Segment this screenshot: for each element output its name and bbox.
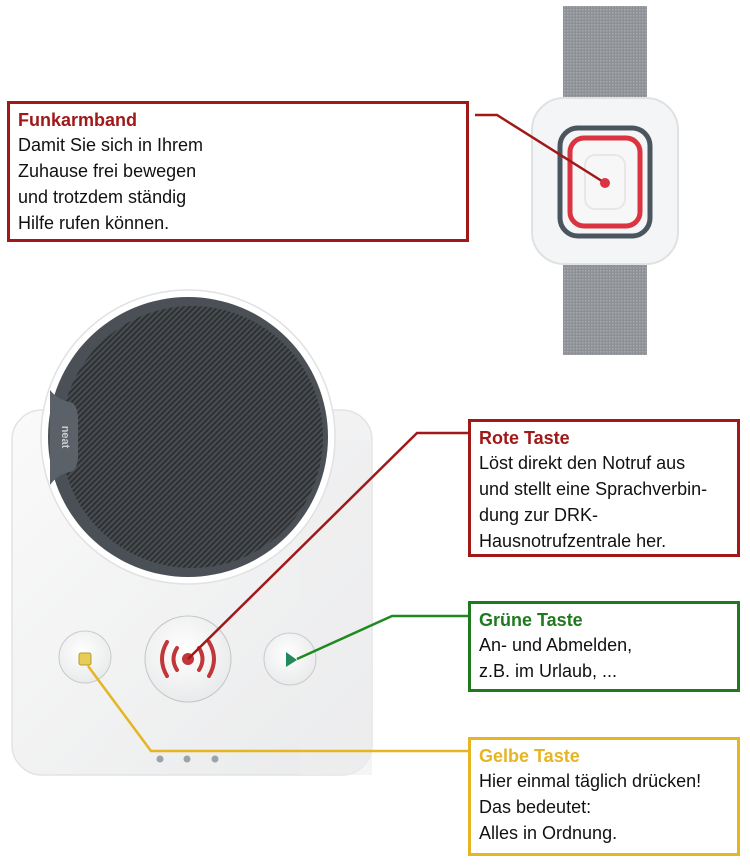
callout-text-line: Hier einmal täglich drücken! <box>479 771 702 791</box>
callout-text-line: Alles in Ordnung. <box>479 823 618 843</box>
callout-gelbe-taste: Gelbe Taste Hier einmal täglich drücken!… <box>468 737 740 856</box>
square-icon <box>78 652 92 666</box>
callout-text-line: Hausnotrufzentrale her. <box>479 531 667 551</box>
wristband-strap-top <box>563 6 647 110</box>
leader-line-funkarmband <box>475 113 606 185</box>
callout-text-line: An- und Abmelden, <box>479 635 633 655</box>
callout-title: Rote Taste <box>479 428 570 448</box>
callout-text-line: Löst direkt den Notruf aus <box>479 453 686 473</box>
play-triangle-icon <box>286 652 297 667</box>
callout-text-line: und stellt eine Sprachverbin- <box>479 479 708 499</box>
leader-line-rote-taste <box>187 431 468 660</box>
brand-tab <box>50 390 78 485</box>
wristband-button-face[interactable] <box>584 154 626 210</box>
leader-line-gruene-taste <box>296 614 468 661</box>
callout-text-line: dung zur DRK- <box>479 505 599 525</box>
callout-text-line: Zuhause frei bewegen <box>18 161 197 181</box>
status-dot <box>183 755 191 763</box>
status-dot <box>211 755 219 763</box>
callout-title: Gelbe Taste <box>479 746 580 766</box>
wristband-strap-bottom <box>563 255 647 355</box>
callout-rote-taste: Rote Taste Löst direkt den Notruf aus un… <box>468 419 740 557</box>
speaker-grille <box>61 306 323 568</box>
callout-text-line: z.B. im Urlaub, ... <box>479 661 618 681</box>
callout-title: Funkarmband <box>18 110 138 130</box>
callout-title: Grüne Taste <box>479 610 583 630</box>
callout-funkarmband: Funkarmband Damit Sie sich in Ihrem Zuha… <box>7 101 469 242</box>
callout-text-line: Damit Sie sich in Ihrem <box>18 135 204 155</box>
base-station: neat <box>11 289 373 776</box>
callout-text-line: Hilfe rufen können. <box>18 213 170 233</box>
emergency-signal-icon <box>160 640 216 678</box>
callout-gruene-taste: Grüne Taste An- und Abmelden, z.B. im Ur… <box>468 601 740 692</box>
callout-text-line: und trotzdem ständig <box>18 187 187 207</box>
status-dot <box>156 755 164 763</box>
callout-text-line: Das bedeutet: <box>479 797 592 817</box>
brand-label: neat <box>59 426 71 449</box>
leader-line-gelbe-taste <box>86 665 468 753</box>
wristband-outer-ring <box>557 125 653 239</box>
leader-dot-funkarmband <box>600 178 610 188</box>
